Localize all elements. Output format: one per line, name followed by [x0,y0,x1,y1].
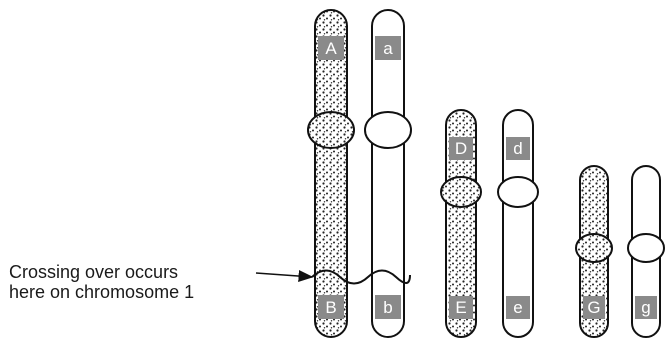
gene-band-B: B [318,295,344,319]
gene-band-g: g [635,296,657,319]
gene-label-D: D [455,139,467,158]
gene-label-E: E [455,298,466,317]
crossover-pointer-arrow [256,273,312,277]
gene-label-d: d [513,139,522,158]
gene-label-G: G [587,298,600,317]
gene-label-B: B [325,298,336,317]
gene-band-E: E [449,296,473,319]
gene-label-a: a [383,39,393,58]
gene-band-G: G [583,296,605,319]
gene-band-d: d [506,137,530,160]
gene-label-b: b [383,298,392,317]
gene-label-g: g [641,298,650,317]
gene-band-a: a [375,36,401,60]
gene-band-A: A [318,36,344,60]
gene-label-A: A [325,39,337,58]
gene-band-b: b [375,295,401,319]
gene-band-D: D [449,137,473,160]
gene-label-e: e [513,298,522,317]
gene-band-e: e [506,296,530,319]
